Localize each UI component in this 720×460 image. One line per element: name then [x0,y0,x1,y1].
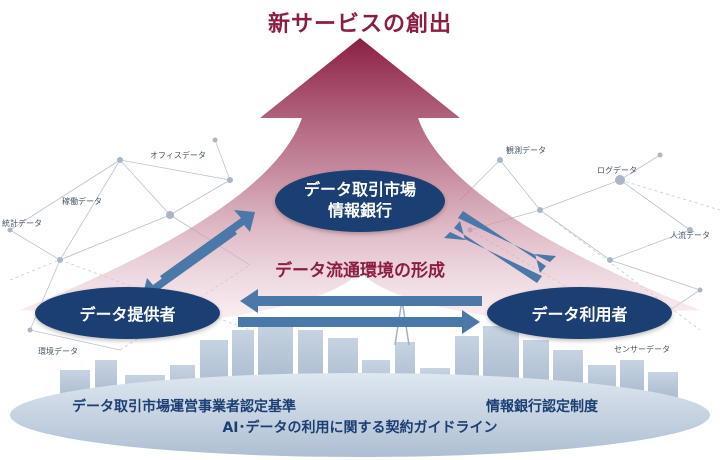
node-data-provider: データ提供者 [35,287,220,339]
base-guideline-label: AI･データの利用に関する契約ガイドライン [222,420,498,436]
node-data-market-info-bank: データ取引市場 情報銀行 [275,170,445,232]
tag-environment-data: 環境データ [38,347,78,356]
base-platform [10,373,710,457]
base-certification-label: 情報銀行認定制度 [486,399,598,415]
tag-observation-data: 観測データ [506,146,546,155]
exchange-arrows [142,210,556,334]
arrow-provider-to-user [238,310,480,334]
tag-people-flow-data: 人流データ [670,231,710,240]
page-title: 新サービスの創出 [267,12,452,37]
arrow-center-to-provider [142,227,237,300]
node-center-line1: データ取引市場 [303,180,416,200]
network-mesh [9,139,701,351]
tag-sensor-data: センサーデータ [614,345,670,354]
node-data-user: データ利用者 [487,287,672,339]
base-standard-label: データ取引市場運営事業者認定基準 [72,399,296,415]
subtitle: データ流通環境の形成 [275,261,445,281]
arrow-center-to-user [458,211,556,273]
arrow-user-to-provider [240,289,482,313]
node-center-line2: 情報銀行 [327,201,392,220]
tag-office-data: オフィスデータ [150,151,206,160]
arrow-user-to-center [444,221,542,283]
tag-operation-data: 稼働データ [62,197,102,206]
tag-log-data: ログデータ [597,166,637,175]
tag-statistics-data: 統計データ [2,219,42,228]
